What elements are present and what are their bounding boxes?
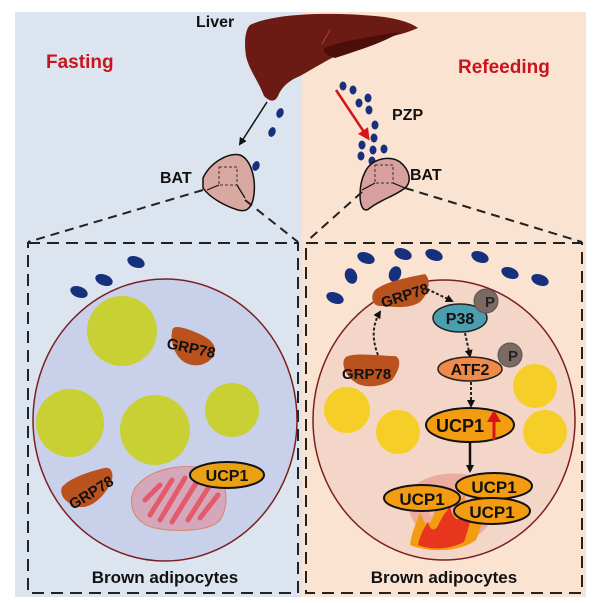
ucp1-up-label: UCP1	[436, 416, 484, 436]
ucp1-label: UCP1	[469, 503, 514, 522]
phospho-label: P	[485, 294, 495, 311]
refeeding-grp78-cytoplasm: GRP78	[342, 354, 400, 387]
ucp1-label: UCP1	[206, 468, 249, 485]
refeeding-bat-label: BAT	[410, 167, 442, 184]
fasting-secretion-arrow	[238, 101, 268, 146]
ucp1-mito-bottom-right: UCP1	[453, 497, 531, 525]
pzp-label: PZP	[392, 107, 423, 124]
ucp1-label: UCP1	[471, 478, 516, 497]
p38-phospho-icon: P	[473, 288, 499, 314]
fasting-pzp-dots	[252, 108, 284, 171]
ucp1-mito-top-right: UCP1	[455, 472, 533, 500]
refeeding-cell-label: Brown adipocytes	[371, 568, 517, 587]
fasting-bat-label: BAT	[160, 170, 192, 187]
grp78-label: GRP78	[342, 366, 391, 383]
fasting-cell-label: Brown adipocytes	[92, 568, 238, 587]
p38-node: P38	[432, 303, 488, 333]
refeeding-title: Refeeding	[458, 57, 550, 78]
refeeding-secretion-arrow	[334, 89, 370, 141]
ucp1-upregulated-node: UCP1	[425, 407, 515, 443]
ucp1-mito-left: UCP1	[383, 484, 461, 512]
fasting-title: Fasting	[46, 52, 114, 73]
up-arrow-icon	[487, 410, 501, 440]
fasting-bat-icon	[202, 153, 256, 212]
liver-icon	[245, 13, 418, 101]
atf2-label: ATF2	[451, 362, 490, 379]
refeeding-bat-icon	[359, 157, 410, 211]
ucp1-label: UCP1	[399, 490, 444, 509]
fasting-lipid-droplets	[36, 296, 259, 465]
grp78-translocation-arrow	[372, 310, 382, 356]
phospho-label: P	[508, 348, 518, 365]
fasting-extracellular-pzp	[70, 255, 145, 299]
fasting-zoom-box	[27, 242, 299, 594]
atf2-node: ATF2	[437, 356, 503, 382]
refeeding-lipid-droplets	[324, 364, 567, 454]
zoom-projection-lines	[27, 187, 583, 243]
refeeding-extracellular-pzp	[326, 247, 549, 305]
refeeding-pzp-cluster	[339, 81, 388, 166]
p38-label: P38	[446, 311, 475, 328]
atf2-phospho-icon: P	[497, 342, 523, 368]
p38-to-atf2-arrow	[464, 332, 473, 358]
liver-label: Liver	[196, 14, 234, 31]
refeeding-zoom-box	[305, 242, 583, 594]
fasting-ucp1: UCP1	[189, 461, 265, 489]
